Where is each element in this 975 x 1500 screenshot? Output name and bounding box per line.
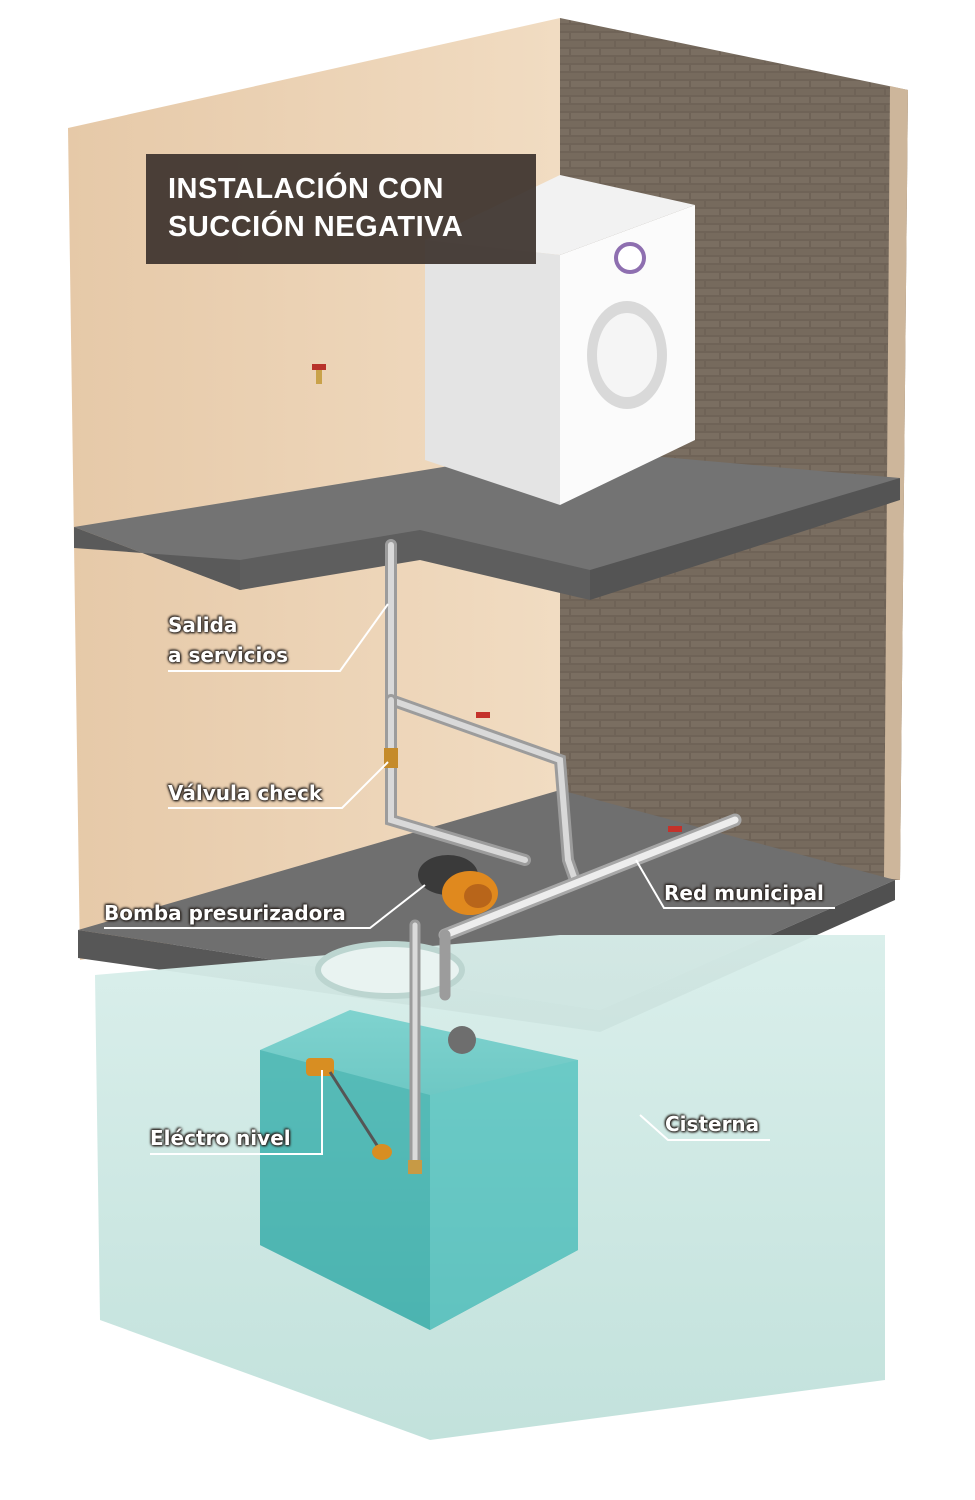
title-line-1: INSTALACIÓN CON — [168, 173, 445, 205]
valve-handle-icon — [668, 826, 682, 832]
diagram-title: INSTALACIÓN CON SUCCIÓN NEGATIVA — [146, 154, 536, 264]
leader-line-bomba — [104, 884, 426, 929]
cistern — [95, 935, 885, 1440]
cistern-manhole — [315, 941, 465, 999]
leader-line-cisterna — [639, 1114, 770, 1141]
washer-dial-icon — [614, 242, 646, 274]
label-bomba-presurizadora: Bomba presurizadora — [104, 901, 346, 925]
label-red-municipal: Red municipal — [664, 881, 824, 905]
label-salida-servicios: Salida a servicios — [168, 610, 288, 670]
pressurizer-pump-icon — [418, 855, 498, 915]
float-ball-icon — [448, 1026, 476, 1054]
leader-line-red — [635, 859, 835, 909]
leader-line-electro — [150, 1070, 323, 1155]
label-salida-line-2: a servicios — [168, 643, 289, 667]
faucet-icon — [312, 364, 326, 384]
pipes — [385, 539, 742, 1171]
level-switch-icon — [306, 1058, 422, 1174]
leader-line-valvula — [168, 761, 389, 809]
upper-floor-slab — [74, 448, 900, 600]
label-cisterna: Cisterna — [665, 1112, 760, 1136]
leader-lines — [104, 603, 835, 1155]
leader-line-salida — [168, 603, 389, 672]
label-electro-nivel: Eléctro nivel — [150, 1126, 291, 1150]
valve-handle-icon — [476, 712, 490, 718]
label-salida-line-1: Salida — [168, 613, 238, 637]
title-line-2: SUCCIÓN NEGATIVA — [168, 211, 464, 243]
label-valvula-check: Válvula check — [168, 781, 323, 805]
